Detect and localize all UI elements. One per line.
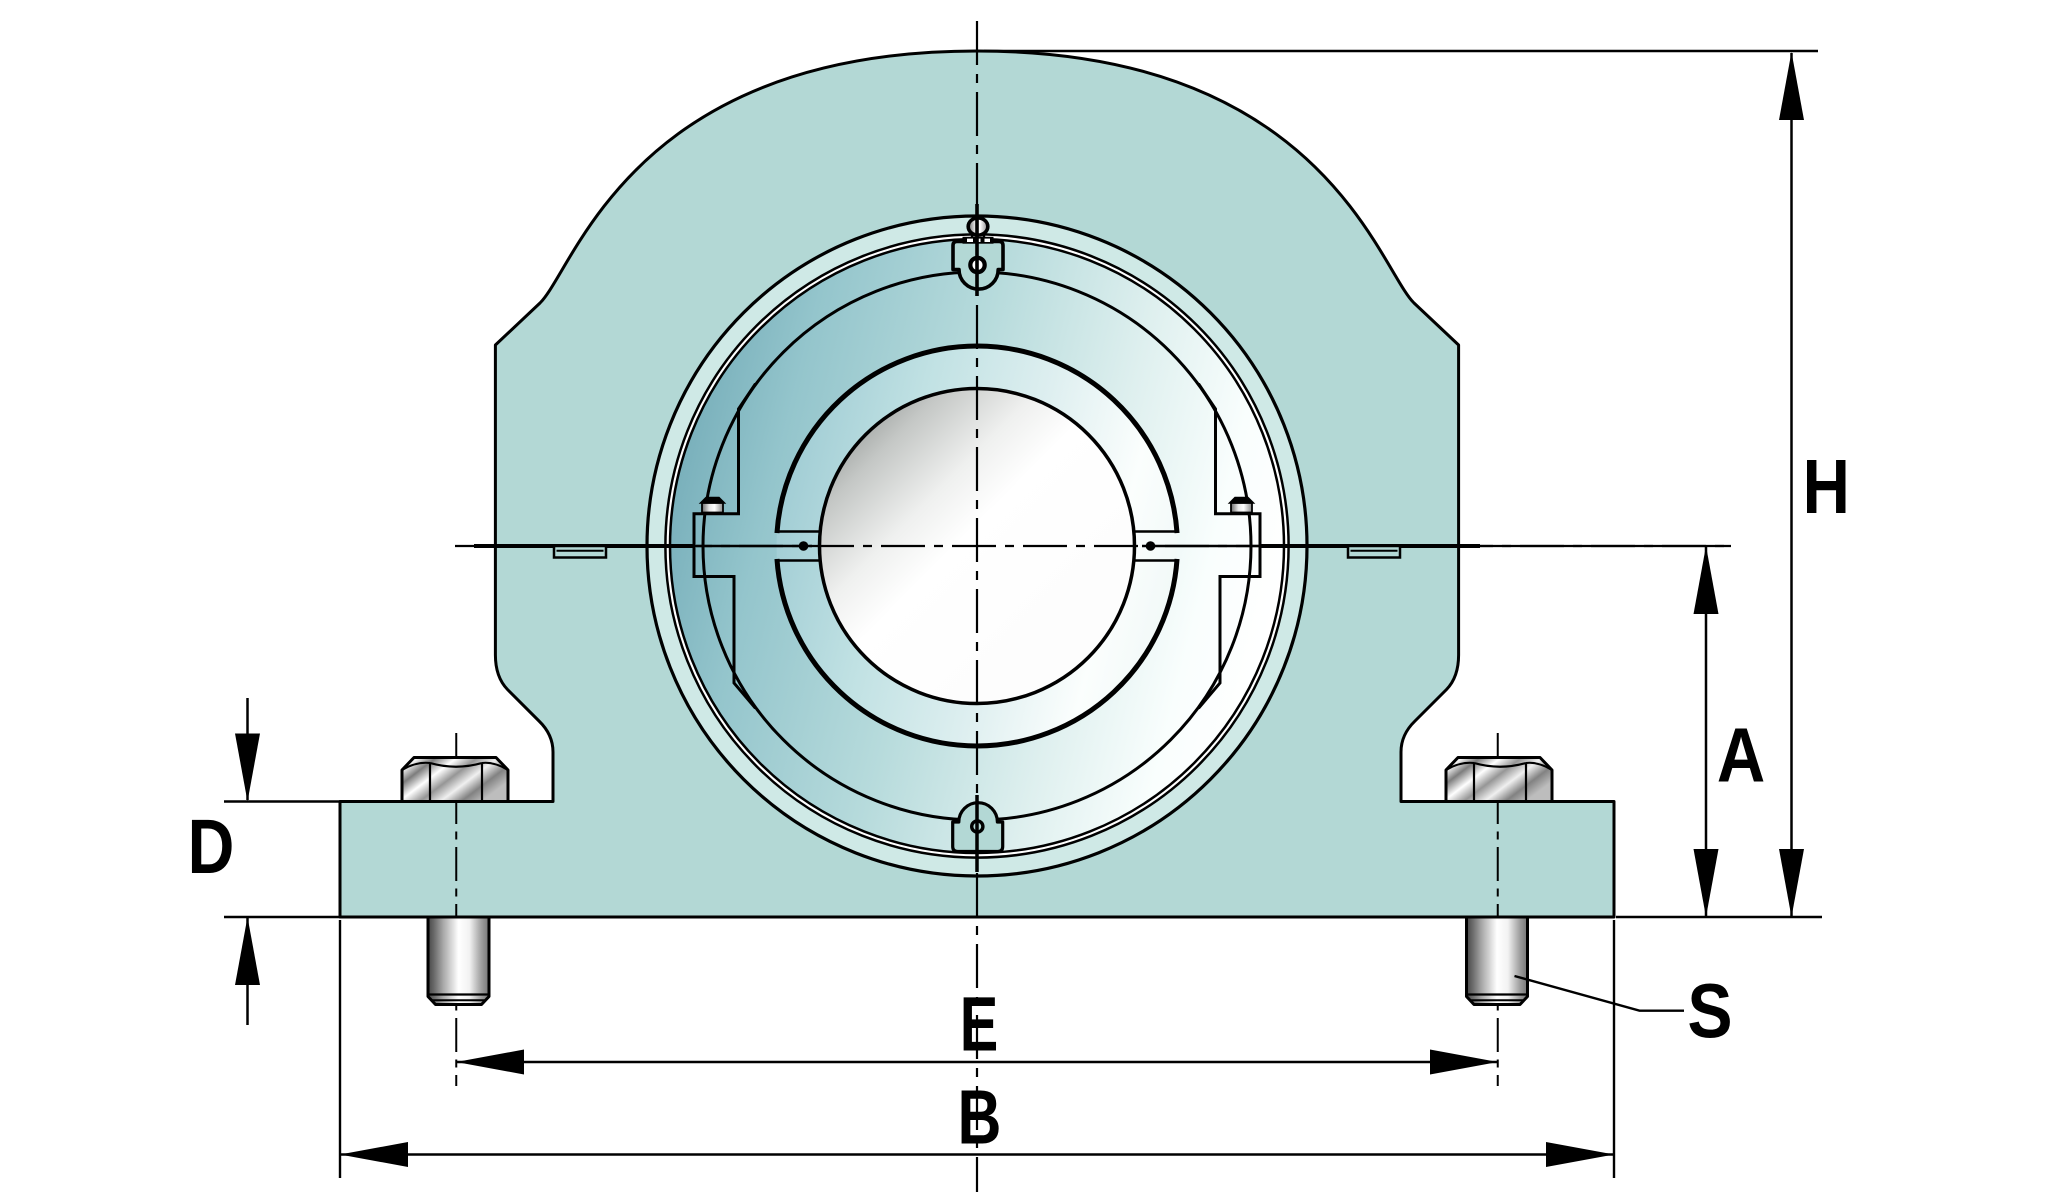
svg-text:H: H <box>1803 444 1850 530</box>
svg-text:D: D <box>188 805 235 891</box>
svg-text:S: S <box>1687 968 1732 1054</box>
svg-text:E: E <box>960 981 999 1067</box>
svg-text:A: A <box>1717 713 1765 798</box>
svg-text:B: B <box>958 1074 1002 1161</box>
